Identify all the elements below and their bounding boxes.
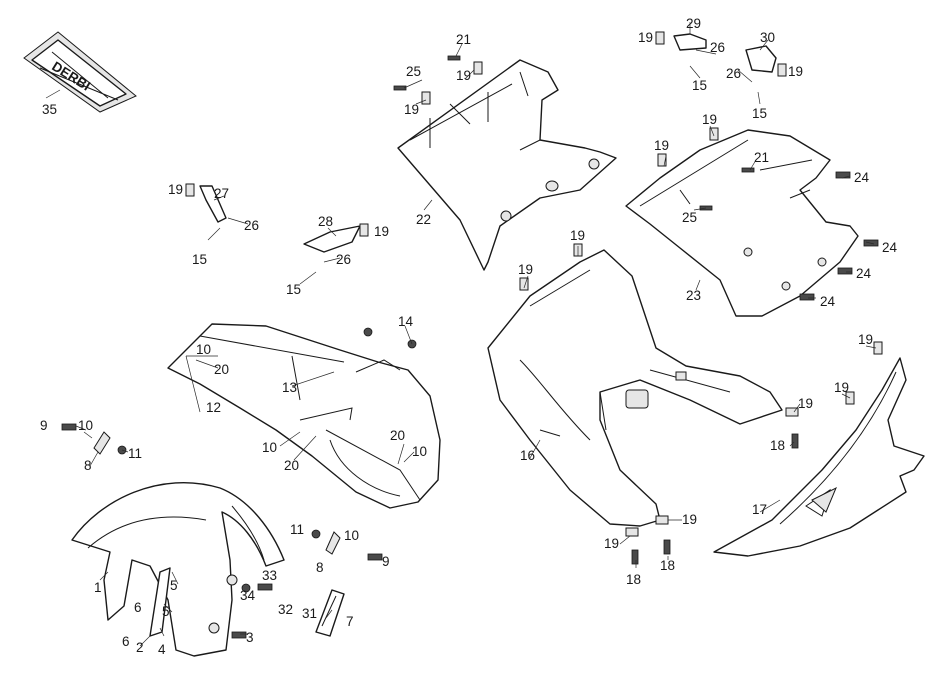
label-part-19g: 19	[702, 112, 717, 127]
label-part-10b: 10	[196, 342, 211, 357]
label-part-24b: 24	[882, 240, 898, 255]
label-part-32: 32	[278, 602, 293, 617]
label-part-15: 15	[192, 252, 207, 267]
label-part-30: 30	[760, 30, 775, 45]
label-part-3: 3	[246, 630, 254, 645]
part-22-left-upper-fairing	[397, 59, 617, 271]
part-17-lower-spoiler	[713, 357, 925, 557]
label-part-19l: 19	[834, 380, 849, 395]
part-12-left-side-fairing	[167, 323, 441, 509]
label-part-19f: 19	[788, 64, 803, 79]
label-part-35: 35	[42, 102, 57, 117]
label-part-1: 1	[94, 580, 102, 595]
label-part-19m: 19	[798, 396, 813, 411]
label-part-16: 16	[520, 448, 535, 463]
label-part-18c: 18	[660, 558, 675, 573]
label-part-17: 17	[752, 502, 767, 517]
label-part-19c: 19	[456, 68, 471, 83]
label-part-26c: 26	[710, 40, 725, 55]
label-part-26d: 26	[726, 66, 741, 81]
label-part-15c: 15	[692, 78, 707, 93]
label-part-8: 8	[84, 458, 92, 473]
label-part-19j: 19	[518, 262, 533, 277]
label-part-19e: 19	[638, 30, 653, 45]
label-part-20: 20	[214, 362, 229, 377]
label-part-19k: 19	[858, 332, 873, 347]
label-part-18b: 18	[626, 572, 641, 587]
label-part-20c: 20	[390, 428, 405, 443]
part-16-front-fairing	[487, 249, 783, 527]
label-part-27: 27	[214, 186, 229, 201]
label-part-10d: 10	[412, 444, 427, 459]
label-part-18: 18	[770, 438, 785, 453]
label-part-19b: 19	[374, 224, 389, 239]
label-part-24: 24	[854, 170, 870, 185]
label-part-11b: 11	[290, 522, 304, 537]
label-part-8b: 8	[316, 560, 324, 575]
part-1-front-mudguard	[71, 481, 285, 657]
label-part-34: 34	[240, 588, 256, 603]
label-part-11: 11	[128, 446, 142, 461]
label-part-19o: 19	[604, 536, 619, 551]
label-part-14: 14	[398, 314, 414, 329]
label-part-15b: 15	[286, 282, 301, 297]
label-part-10c: 10	[262, 440, 277, 455]
label-part-12: 12	[206, 400, 221, 415]
label-part-20b: 20	[284, 458, 299, 473]
label-part-6: 6	[134, 600, 142, 615]
label-part-31: 31	[302, 606, 317, 621]
label-part-28: 28	[318, 214, 333, 229]
label-part-10e: 10	[344, 528, 359, 543]
label-part-23: 23	[686, 288, 701, 303]
label-part-10: 10	[78, 418, 93, 433]
label-part-19: 19	[168, 182, 183, 197]
label-part-15d: 15	[752, 106, 767, 121]
label-part-26b: 26	[336, 252, 351, 267]
label-part-29: 29	[686, 16, 701, 31]
label-part-25b: 25	[682, 210, 697, 225]
label-part-21b: 21	[754, 150, 769, 165]
label-part-9b: 9	[382, 554, 390, 569]
label-part-24c: 24	[856, 266, 872, 281]
label-part-2: 2	[136, 640, 144, 655]
label-part-19d: 19	[404, 102, 419, 117]
label-part-5b: 5	[162, 604, 170, 619]
label-part-22: 22	[416, 212, 431, 227]
label-part-24d: 24	[820, 294, 836, 309]
label-part-13: 13	[282, 380, 297, 395]
label-part-6b: 6	[122, 634, 130, 649]
label-part-25: 25	[406, 64, 421, 79]
label-part-19h: 19	[654, 138, 669, 153]
label-part-33: 33	[262, 568, 277, 583]
label-part-9: 9	[40, 418, 48, 433]
label-part-26: 26	[244, 218, 259, 233]
part-labels: 1 2 3 4 5 5 6 6 7 8 8 9 9 10 10 10 10 10…	[40, 16, 898, 657]
label-part-5: 5	[170, 578, 178, 593]
part-23-right-upper-fairing	[625, 129, 859, 317]
label-part-19i: 19	[570, 228, 585, 243]
leader-lines	[45, 22, 877, 647]
label-part-4: 4	[158, 642, 166, 657]
label-part-19n: 19	[682, 512, 697, 527]
label-part-7: 7	[346, 614, 354, 629]
label-part-21: 21	[456, 32, 471, 47]
part-35-decal: DERBI	[23, 31, 137, 113]
